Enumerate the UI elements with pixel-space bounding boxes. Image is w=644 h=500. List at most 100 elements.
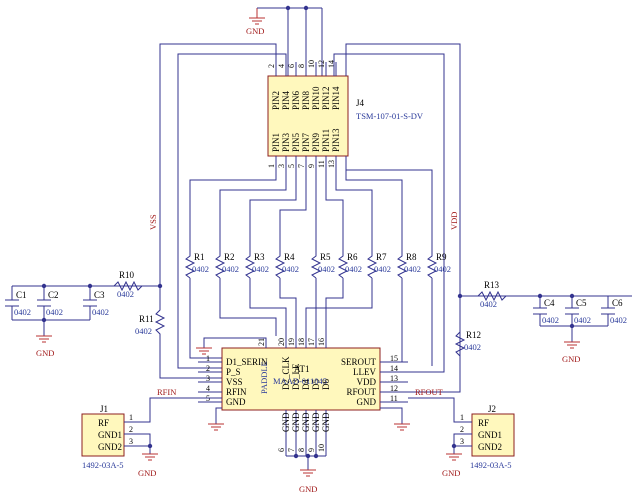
at1-side-gnd [208,407,410,431]
c2-ref: C2 [48,290,59,300]
j4-bottom-routing [189,156,433,250]
resistor-r1-value: 0402 [192,264,209,274]
c3-value: 0402 [92,307,109,317]
r12: R12 0402 [408,296,481,393]
j4-pin-9-number: 9 [307,164,316,168]
at1-pin21-gnd [196,337,267,355]
at1-pin-16-label: D6 [321,379,331,390]
vdd-net-label: VDD [449,212,459,230]
at1-pin-3-number: 3 [206,374,210,383]
resistor-r6-value: 0402 [345,264,362,274]
r10: R10 0402 [113,270,143,299]
r13-ref: R13 [484,280,500,290]
at1-pin-15-label: SEROUT [341,357,377,367]
j4-pin-1-number: 1 [267,164,276,168]
gnd-label-j2: GND [442,468,460,478]
j4-pin-10-number: 10 [307,60,316,68]
j4-pin-3-label: PIN3 [281,132,291,152]
gnd-symbol-top: GND [246,8,265,36]
c2-value: 0402 [46,307,63,317]
resistor-r1-symbol [184,250,196,279]
j4-pin-14-label: PIN14 [331,86,341,110]
resistor-r6-ref: R6 [347,252,358,262]
gnd-symbol-right-caps: GND [562,341,580,364]
resistor-r9-ref: R9 [436,252,447,262]
at1-pin-11-number: 11 [390,394,398,403]
junction-dot [147,443,153,449]
j4-pin-11-number: 11 [317,160,326,168]
resistor-r3-ref: R3 [254,252,265,262]
c1-value: 0402 [14,307,31,317]
j4-part-number: TSM-107-01-S-DV [356,111,424,121]
c4-value: 0402 [542,315,559,325]
resistor-r1-ref: R1 [194,252,205,262]
r11-ref: R11 [139,314,154,324]
resistor-r4-ref: R4 [284,252,295,262]
at1-pin-18-label: D4 [301,379,311,390]
gnd-label-right-caps: GND [562,354,580,364]
j1-body [81,413,125,457]
resistor-r5-ref: R5 [320,252,331,262]
j4-pin-12-label: PIN12 [321,86,331,110]
j4-pin-2-label: PIN2 [271,91,281,110]
c4-ref: C4 [544,298,555,308]
resistor-r8-value: 0402 [404,264,421,274]
r10-value: 0402 [117,289,134,299]
junction-dot [313,453,319,459]
at1-pin-11-label: GND [357,397,377,407]
j1-part-number: 1492-03A-5 [82,460,124,470]
at1-pin-12-number: 12 [390,384,398,393]
at1-pin-14-label: LLEV [353,367,376,377]
j4-pin-7-number: 7 [297,164,306,168]
at1-pin-6-label: GND [281,412,291,432]
at1-pin-7-label: GND [291,412,301,432]
c5-value: 0402 [574,315,591,325]
gnd-label-bottom: GND [299,484,317,494]
resistor-r5-symbol [310,250,322,279]
j4-pin-4-number: 4 [277,64,286,68]
at1-pin-19-number: 19 [287,338,296,346]
j4-connector: 2PIN24PIN46PIN68PIN810PIN1012PIN1214PIN1… [267,60,424,170]
j4-pin-8-number: 8 [297,64,306,68]
junction-dot [303,5,309,11]
j1-ref: J1 [100,404,108,414]
j2-pin-2-label: GND1 [478,430,502,440]
j2-pin-3-number: 3 [460,437,464,446]
resistor-r7-symbol [366,250,378,279]
j1-pin-1-label: RF [98,418,109,428]
at1-pin-4-number: 4 [206,384,210,393]
at1-pin-2-number: 2 [206,364,210,373]
at1-pin-15-number: 15 [390,354,398,363]
at1-pin-4-label: RFIN [226,387,247,397]
j1-pin-3-label: GND2 [98,442,122,452]
r11-value: 0402 [135,326,152,336]
at1-pin-5-label: GND [226,397,246,407]
j2-ref: J2 [488,404,496,414]
j4-pin-6-label: PIN6 [291,90,301,110]
j4-pin-1-label: PIN1 [271,133,281,152]
resistor-r5-value: 0402 [318,264,335,274]
resistor-r7-ref: R7 [376,252,387,262]
c5-ref: C5 [576,298,587,308]
at1-pin-17-number: 17 [307,338,316,346]
r10-ref: R10 [119,270,135,280]
j4-pin-5-number: 5 [287,164,296,168]
resistor-r3-value: 0402 [252,264,269,274]
c6-value: 0402 [610,315,627,325]
resistor-r4-value: 0402 [282,264,299,274]
at1-pin-21-number: 21 [257,338,266,346]
at1-paddle-label: PADDLE [259,361,269,394]
r12-ref: R12 [466,330,481,340]
at1-ref: AT1 [294,364,310,374]
j2-part-number: 1492-03A-5 [470,460,512,470]
j4-pin-4-label: PIN4 [281,90,291,110]
r13: R13 0402 [477,280,507,309]
j4-pin-14-number: 14 [327,60,336,68]
gnd-label-left-caps: GND [36,348,54,358]
j1-pin-1-number: 1 [129,413,133,422]
